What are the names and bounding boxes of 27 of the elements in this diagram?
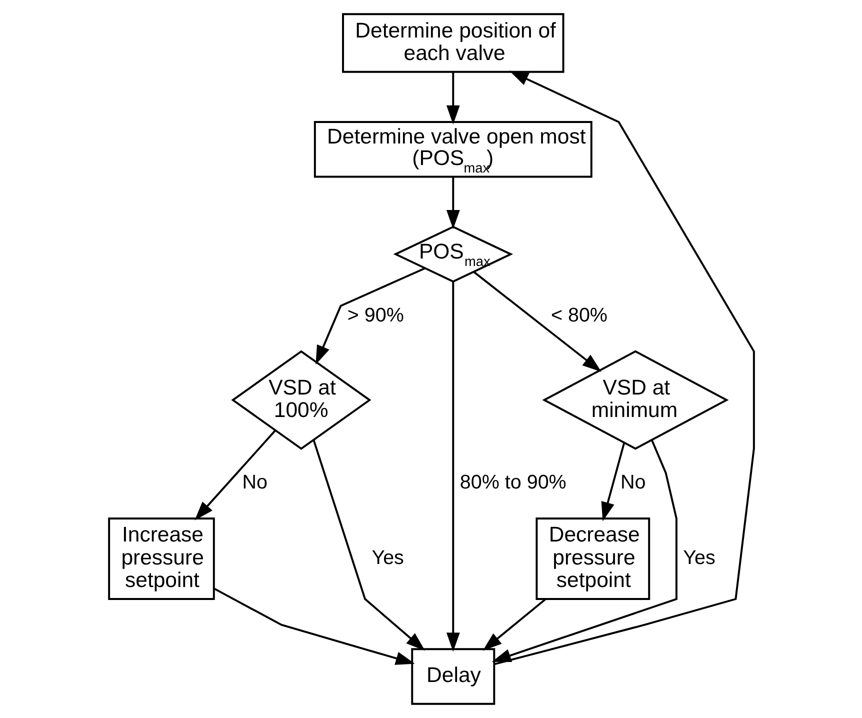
node-box: Determine valve open most (POS$_{max}$) bbox=[313, 121, 592, 178]
node-diamond: VSD at 100% bbox=[230, 350, 371, 450]
arrow bbox=[493, 70, 754, 666]
node-box: Increase pressure setpoint bbox=[108, 518, 214, 600]
node-diamond: VSD at minimum bbox=[542, 350, 728, 450]
arrow bbox=[491, 440, 677, 662]
edge-label: 80% to 90% bbox=[459, 472, 566, 494]
node-diamond: POS$_{max}$ bbox=[392, 226, 513, 283]
arrow bbox=[600, 442, 625, 522]
arrow bbox=[446, 282, 460, 652]
arrow bbox=[315, 267, 425, 365]
arrow bbox=[472, 271, 601, 372]
arrow bbox=[312, 440, 425, 651]
node-box: Determine position of each valve bbox=[342, 13, 564, 73]
node-box: Delay bbox=[410, 648, 495, 705]
arrow bbox=[214, 588, 414, 665]
edge-label: Yes bbox=[371, 546, 404, 569]
arrow bbox=[482, 598, 546, 651]
node-box: Decrease pressure setpoint bbox=[535, 518, 650, 600]
edge-label: No bbox=[620, 472, 646, 494]
arrow bbox=[446, 72, 460, 124]
edge-label: < 80% bbox=[550, 304, 607, 327]
edge-label: Yes bbox=[682, 546, 715, 569]
arrow bbox=[446, 177, 460, 230]
arrow bbox=[194, 430, 276, 520]
edge-label: No bbox=[242, 472, 268, 494]
edge-label: > 90% bbox=[346, 304, 404, 327]
